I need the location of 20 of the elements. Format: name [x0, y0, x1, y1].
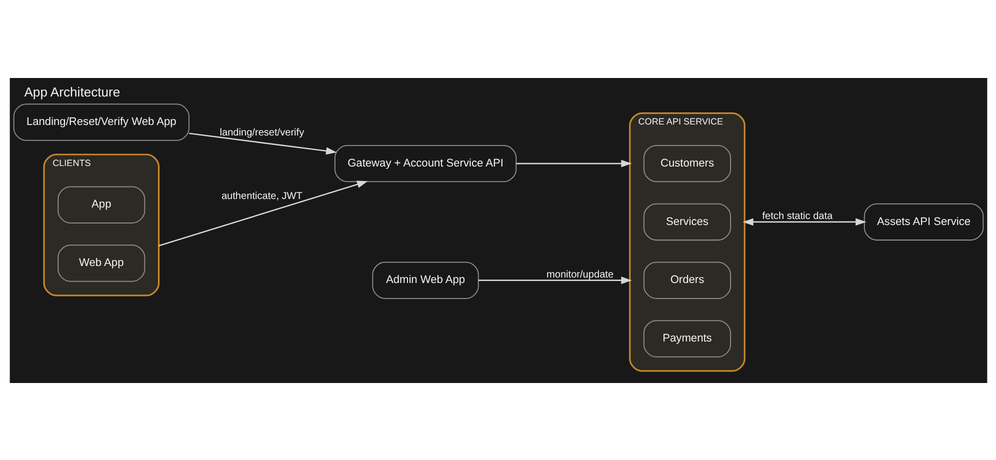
node-box: Assets API Service: [863, 202, 984, 240]
node-box: Customers: [642, 144, 731, 182]
node-box: Gateway + Account Service API: [334, 144, 516, 182]
node-box: Payments: [642, 320, 731, 357]
arrow: [478, 276, 632, 284]
arrow: [742, 218, 866, 226]
edge-label: fetch static data: [762, 210, 832, 222]
arrow: [188, 132, 336, 154]
node-box: Orders: [642, 261, 731, 298]
node-box: Landing/Reset/Verify Web App: [12, 103, 189, 140]
node-box: Admin Web App: [372, 261, 478, 298]
arrow: [158, 180, 368, 246]
node-box: Services: [642, 202, 731, 240]
edge-label: authenticate, JWT: [220, 190, 302, 202]
arrow: [516, 159, 632, 167]
diagram-title: App Architecture: [24, 84, 120, 100]
edge-label: landing/reset/verify: [219, 126, 304, 138]
node-box: App: [57, 186, 145, 223]
node-box: Web App: [57, 244, 145, 282]
edge-label: monitor/update: [546, 268, 614, 280]
